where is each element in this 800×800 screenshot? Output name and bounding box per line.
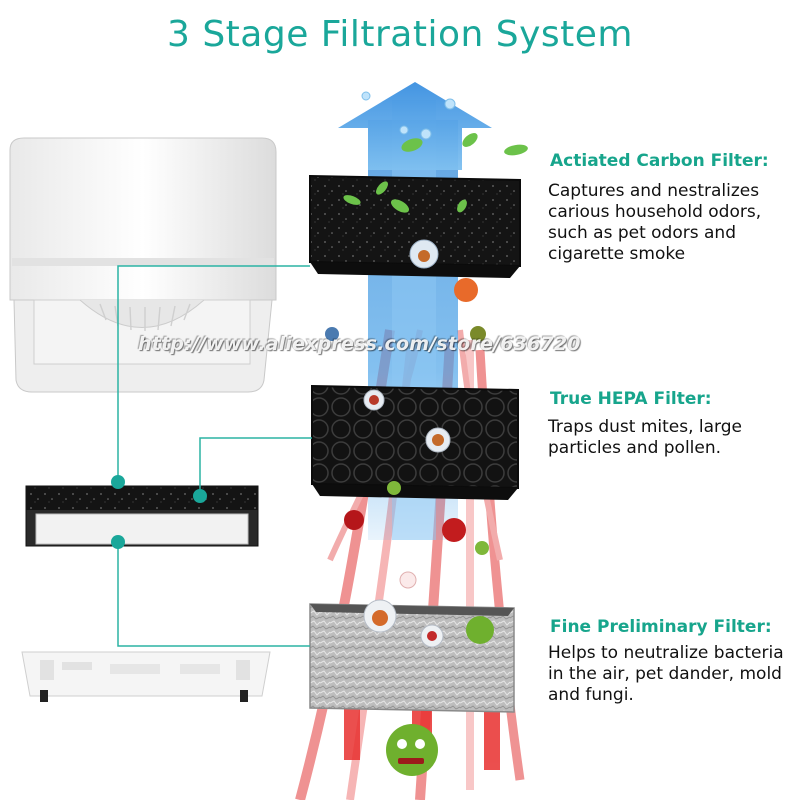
stage-description-carbon: Captures and nestralizes carious househo…	[548, 181, 798, 265]
carbon-filter-panel	[309, 174, 521, 278]
description-line: particles and pollen.	[548, 438, 722, 458]
stage-heading-carbon: Actiated Carbon Filter:	[550, 151, 769, 171]
air-purifier-body-icon	[9, 137, 277, 393]
description-line: cigarette smoke	[548, 244, 686, 264]
up-arrow-icon	[338, 82, 492, 170]
description-line: and fungi.	[548, 685, 634, 705]
germ-icon	[325, 326, 494, 776]
description-line: Captures and nestralizes	[548, 181, 760, 201]
stage-heading-preliminary: Fine Preliminary Filter:	[550, 617, 772, 637]
particle-icon	[361, 91, 478, 648]
stage-heading-hepa: True HEPA Filter:	[550, 389, 712, 409]
bottom-cover-icon	[21, 651, 271, 702]
description-line: carious household odors,	[548, 202, 762, 222]
leaf-icon	[343, 133, 528, 213]
hepa-filter-panel	[311, 384, 519, 500]
description-line: in the air, pet dander, mold	[548, 664, 782, 684]
description-line: Traps dust mites, large	[548, 417, 742, 437]
page-title: 3 Stage Filtration System	[166, 14, 634, 55]
preliminary-filter-panel	[309, 603, 515, 713]
filter-cartridge-icon	[25, 485, 259, 547]
stage-description-preliminary: Helps to neutralize bacteria in the air,…	[548, 643, 798, 706]
connector-dots	[111, 475, 207, 549]
stage-description-hepa: Traps dust mites, large particles and po…	[548, 417, 798, 459]
description-line: Helps to neutralize bacteria	[548, 643, 784, 663]
connector-lines	[117, 265, 312, 647]
description-line: such as pet odors and	[548, 223, 736, 243]
watermark-url: http://www.aliexpress.com/store/636720	[138, 333, 581, 355]
